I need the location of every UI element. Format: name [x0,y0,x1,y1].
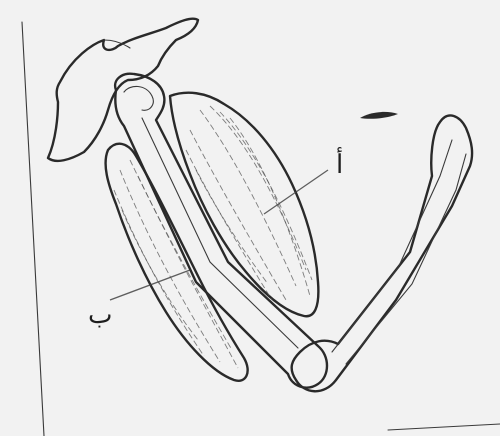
scapula-outline [48,19,198,161]
page-edge-line [22,22,44,436]
bottom-edge-line [388,424,500,430]
triceps-label: ب [88,300,112,330]
triceps-muscle [106,144,248,381]
forearm-bones-outline [292,115,472,391]
humerus-head [124,86,153,110]
radius-line [332,140,452,352]
triceps-pointer-line [110,270,190,300]
biceps-label: أ [336,150,343,180]
biceps-pointer-line [264,170,328,214]
direction-mark [360,112,398,119]
biceps-fibers [186,106,312,300]
